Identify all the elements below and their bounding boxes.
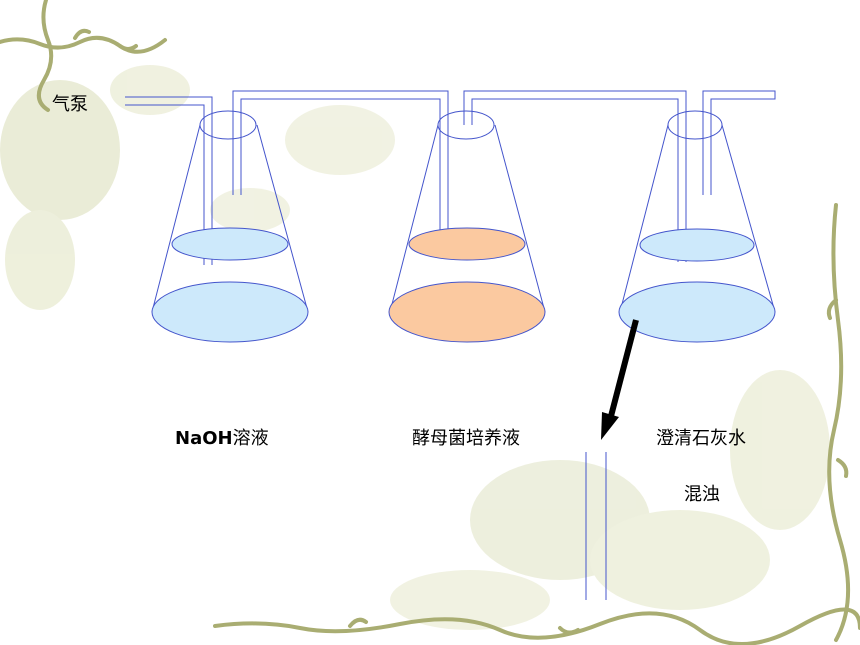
flask-limewater-bottom [618, 281, 776, 343]
flask-naoh-bottom [151, 281, 309, 343]
flask-naoh-liquid-surface [171, 227, 289, 261]
label-naoh-formula: NaOH [175, 428, 233, 449]
flask-yeast-liquid-surface [408, 227, 526, 261]
decorative-background [0, 65, 830, 630]
label-air-pump: 气泵 [52, 94, 88, 115]
flask-limewater-liquid-surface [639, 228, 755, 262]
flask-naoh-mouth [199, 110, 257, 140]
flask-naoh [151, 110, 309, 343]
gas-tubing [125, 90, 776, 265]
vine-border-bottom [213, 607, 860, 645]
flask-limewater [618, 110, 776, 343]
flask-limewater-mouth [667, 110, 723, 140]
arrow-to-limewater [601, 319, 639, 440]
label-turbid: 混浊 [684, 484, 720, 505]
vine-border-top-left [0, 0, 167, 112]
flask-yeast [388, 110, 546, 343]
label-naoh-solution: NaOH溶液 [175, 424, 269, 450]
flask-yeast-mouth [437, 110, 495, 140]
label-limewater: 澄清石灰水 [656, 428, 746, 449]
vertical-tube-lines [585, 452, 607, 600]
label-naoh-suffix: 溶液 [232, 428, 269, 449]
flask-yeast-bottom [388, 281, 546, 343]
vine-border-right [826, 203, 851, 642]
label-yeast-culture: 酵母菌培养液 [412, 428, 520, 449]
